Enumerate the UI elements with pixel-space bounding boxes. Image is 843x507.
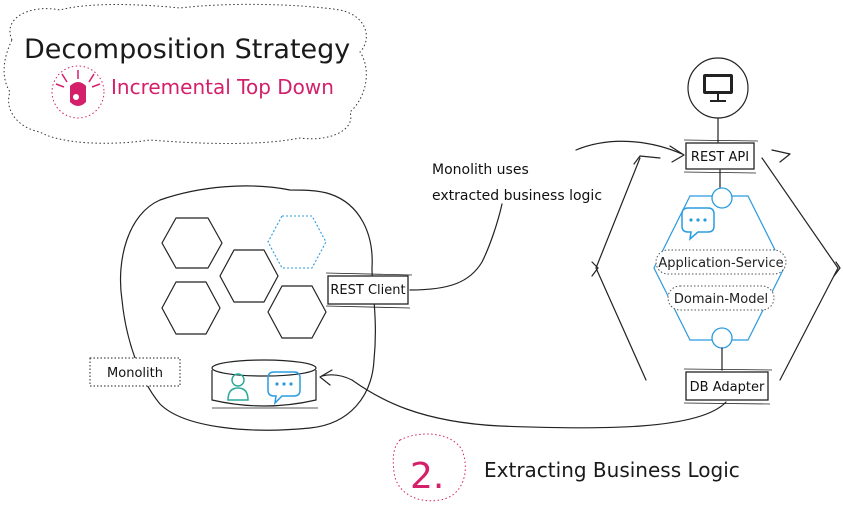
db-adapter-label: DB Adapter xyxy=(690,380,765,395)
rest-client-connector xyxy=(409,203,503,291)
page-subtitle: Incremental Top Down xyxy=(111,75,334,99)
monolith-label: Monolith xyxy=(107,366,163,381)
component-hexagon xyxy=(267,285,327,339)
db-adapter-box: DB Adapter xyxy=(683,368,773,405)
chat-bubble-icon xyxy=(267,371,301,406)
user-icon xyxy=(227,373,249,401)
annotation-line-1: Monolith uses xyxy=(432,162,529,178)
domain-model-pill: Domain-Model xyxy=(667,285,775,311)
service-outer-bracket xyxy=(591,149,841,277)
page-title: Decomposition Strategy xyxy=(24,34,350,65)
application-service-pill: Application-Service xyxy=(655,249,787,275)
arrowhead xyxy=(319,369,333,386)
bulb-icon xyxy=(51,65,105,119)
database-cylinder xyxy=(211,359,318,409)
component-hexagon xyxy=(161,281,221,335)
application-service-label: Application-Service xyxy=(658,256,783,271)
component-hexagon xyxy=(161,217,223,269)
rest-api-port xyxy=(711,187,733,209)
arrowhead xyxy=(669,145,685,163)
step-number: 2. xyxy=(410,456,444,497)
monolith-label-box: Monolith xyxy=(89,357,181,387)
monitor-icon xyxy=(687,57,749,119)
service-outer-hexagon xyxy=(595,157,839,381)
chat-bubble-icon xyxy=(681,207,715,241)
monolith-boundary xyxy=(119,185,376,431)
domain-model-label: Domain-Model xyxy=(674,292,768,307)
service-inner-hexagon xyxy=(653,195,785,341)
note-to-rest-api-arrow xyxy=(575,140,683,155)
rest-client-label: REST Client xyxy=(330,283,405,298)
rest-client-box: REST Client xyxy=(325,272,413,309)
title-cloud xyxy=(3,3,367,144)
rest-api-label: REST API xyxy=(691,150,749,165)
db-adapter-port xyxy=(711,327,733,349)
annotation-line-2: extracted business logic xyxy=(432,188,602,204)
db-adapter-to-database-line xyxy=(321,374,727,429)
extracted-component-hexagon xyxy=(267,215,327,269)
component-hexagon xyxy=(219,249,279,303)
step-title: Extracting Business Logic xyxy=(484,458,740,482)
rest-api-box: REST API xyxy=(683,139,759,174)
step-badge: 2. xyxy=(392,433,466,502)
